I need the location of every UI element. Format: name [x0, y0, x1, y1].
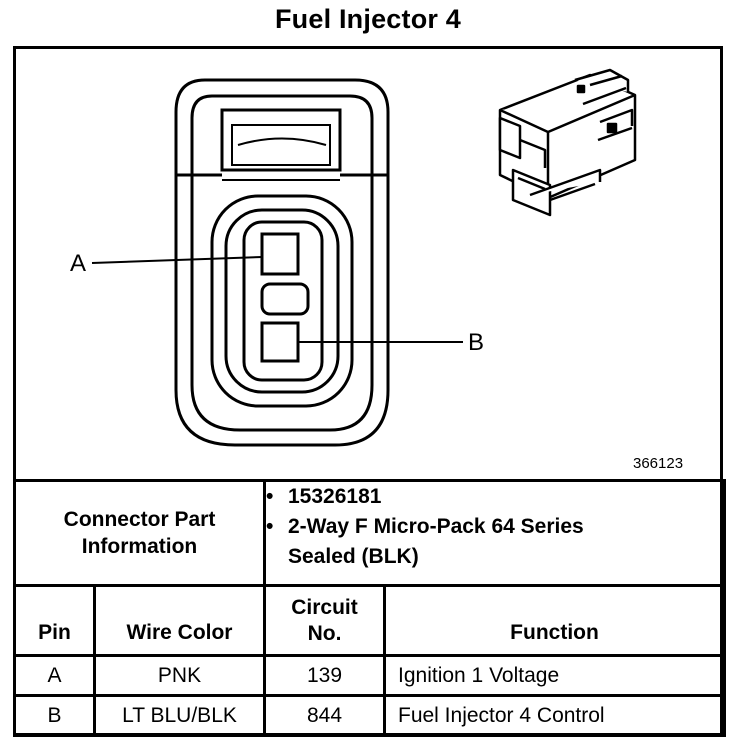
connector-part-label-line2: Information — [81, 535, 198, 558]
row-b-circuit: 844 — [263, 694, 386, 737]
row-b-pin: B — [13, 694, 96, 737]
terminal-b — [260, 321, 300, 363]
header-wire-color: Wire Color — [93, 584, 266, 657]
page-title: Fuel Injector 4 — [274, 4, 462, 34]
connector-description-line1: 2-Way F Micro-Pack 64 Series — [288, 515, 584, 538]
part-number-item: • 15326181 — [266, 482, 723, 512]
callout-a-label: A — [70, 250, 87, 277]
header-circuit-line1: Circuit — [291, 595, 358, 619]
connector-info-row: Connector Part Information • 15326181 • … — [13, 479, 727, 587]
row-b-function: Fuel Injector 4 Control — [382, 694, 727, 737]
bullet-icon: • — [266, 485, 274, 508]
connector-part-label-line1: Connector Part — [63, 508, 216, 531]
header-pin: Pin — [13, 584, 96, 657]
row-a-circuit: 139 — [263, 654, 386, 697]
callout-b-label: B — [468, 329, 485, 356]
connector-description: 2-Way F Micro-Pack 64 Series Sealed (BLK… — [288, 512, 584, 572]
figure-number: 366123 — [633, 455, 684, 472]
header-circuit-line2: No. — [307, 621, 342, 645]
connector-inner-housing — [190, 94, 374, 432]
connector-description-item: • 2-Way F Micro-Pack 64 Series Sealed (B… — [266, 512, 723, 572]
latch-window — [220, 108, 342, 172]
table-row: A PNK 139 Ignition 1 Voltage — [13, 654, 727, 697]
bullet-icon: • — [266, 515, 274, 538]
cavity-outline — [242, 220, 324, 382]
connector-description-line2: Sealed (BLK) — [288, 545, 419, 568]
callout-a-leader — [91, 256, 263, 264]
part-number: 15326181 — [288, 485, 382, 508]
row-a-wire-color: PNK — [93, 654, 266, 697]
latch-tab — [231, 124, 331, 166]
terminal-a — [260, 232, 300, 276]
connector-part-label-cell: Connector Part Information — [13, 479, 266, 587]
header-circuit-no: Circuit No. — [263, 584, 386, 657]
header-function: Function — [382, 584, 727, 657]
connector-info-table: Connector Part Information • 15326181 • … — [13, 479, 727, 737]
connector-iso-view — [498, 68, 637, 217]
connector-part-info-cell: • 15326181 • 2-Way F Micro-Pack 64 Serie… — [262, 479, 727, 587]
row-a-pin: A — [13, 654, 96, 697]
seal-inner — [224, 208, 340, 394]
seal-outer — [210, 194, 354, 408]
connector-outer-housing — [174, 78, 390, 447]
table-header-row: Pin Wire Color Circuit No. Function — [13, 584, 727, 657]
row-b-wire-color: LT BLU/BLK — [93, 694, 266, 737]
terminal-center — [260, 282, 310, 316]
table-row: B LT BLU/BLK 844 Fuel Injector 4 Control — [13, 694, 727, 737]
row-a-function: Ignition 1 Voltage — [382, 654, 727, 697]
connector-face-view — [174, 78, 390, 447]
